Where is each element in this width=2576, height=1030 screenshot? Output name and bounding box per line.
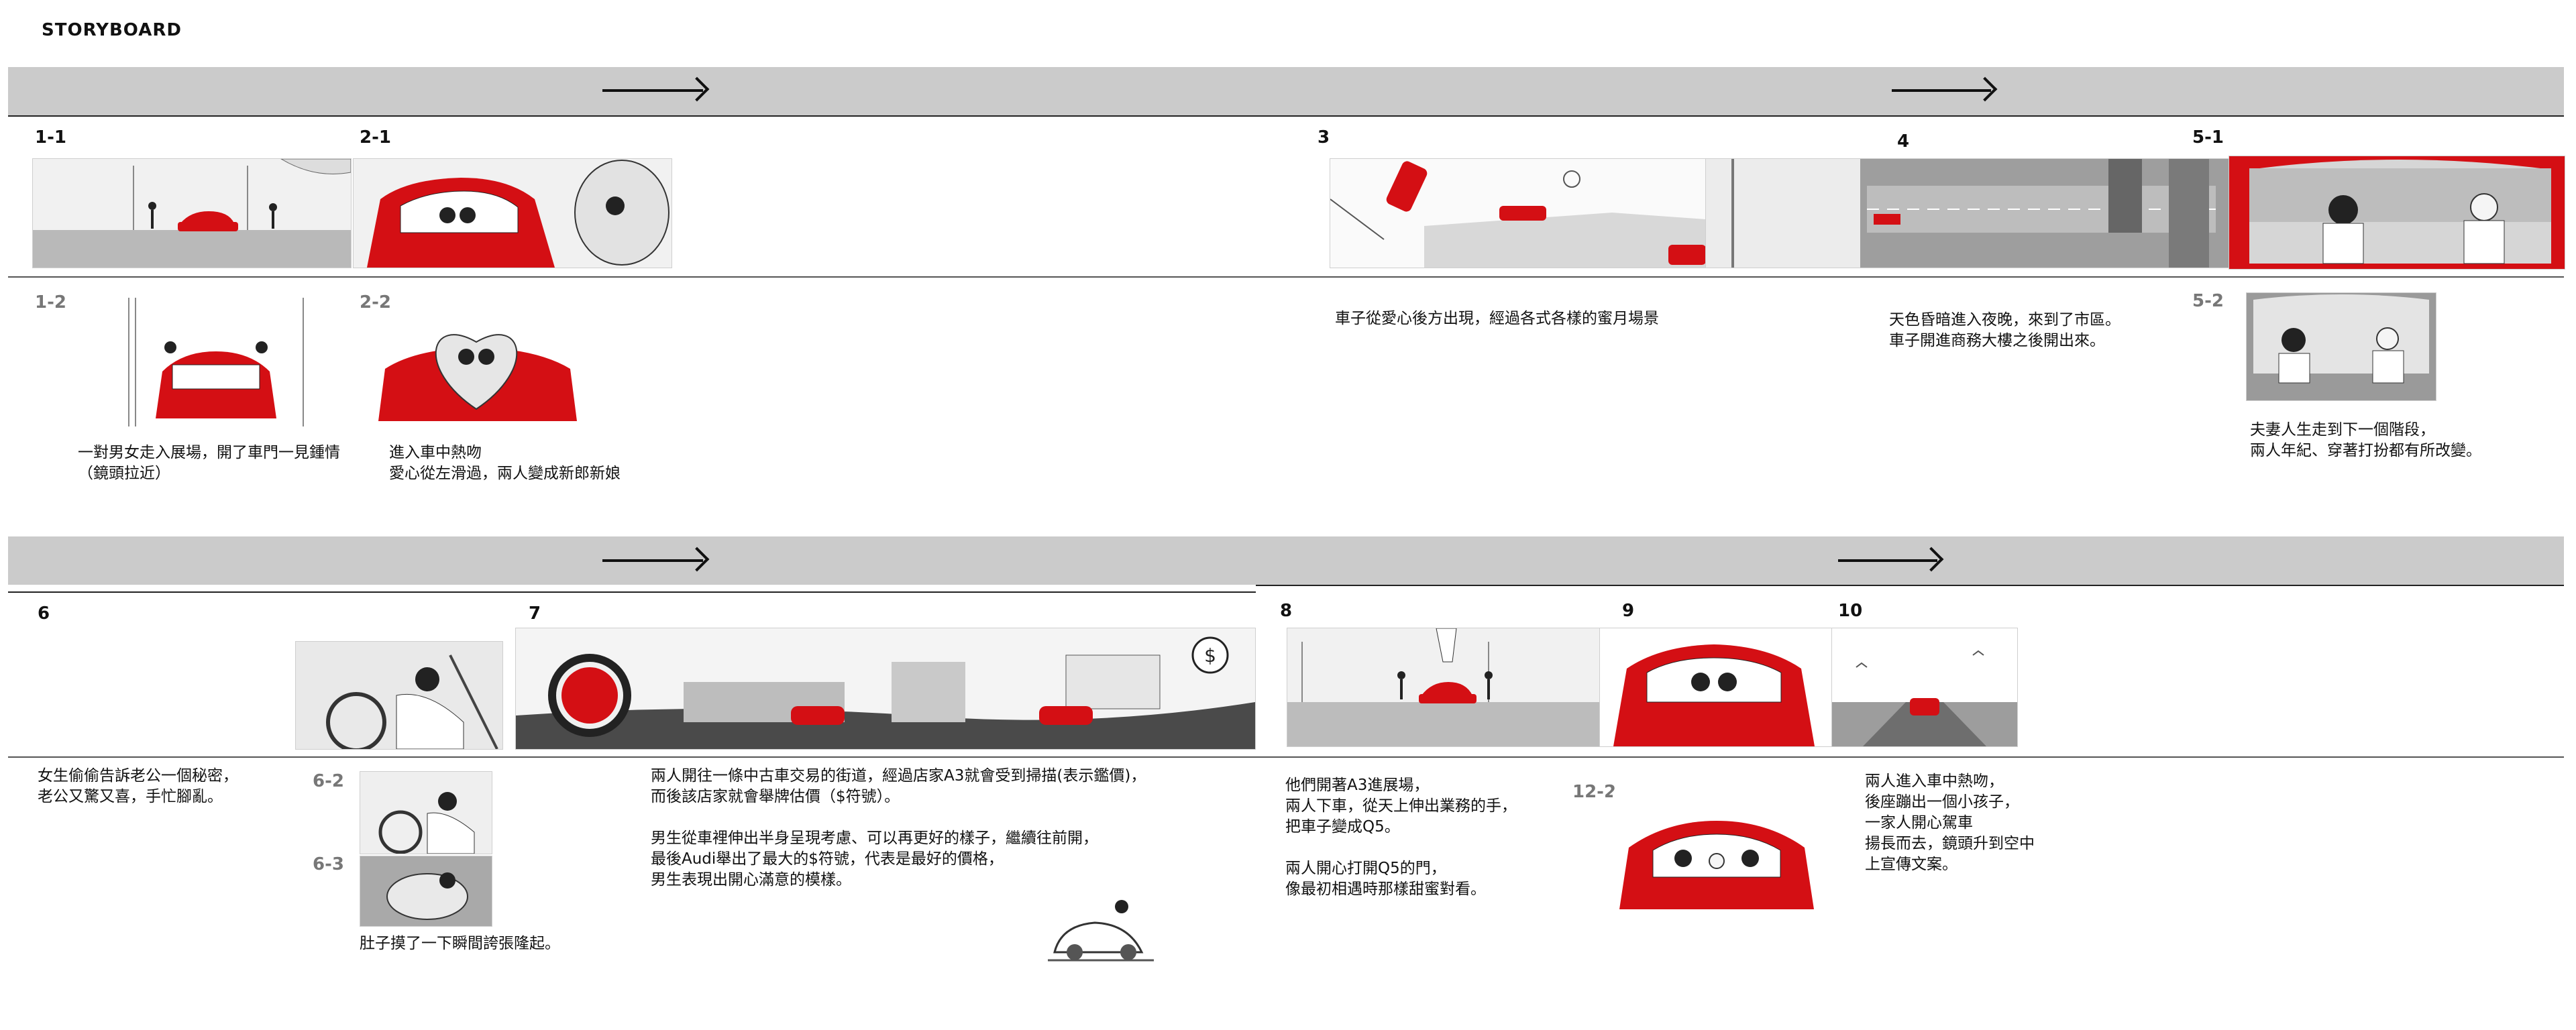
row1-divider-right: [1286, 276, 2564, 278]
scene-caption-8: 他們開著A3進展場， 兩人下車，從天上伸出業務的手， 把車子變成Q5。 兩人開心…: [1285, 777, 1517, 898]
scene-panel-4: [1705, 158, 2230, 268]
scene-panel-2-1: [353, 158, 672, 268]
row1-band: [8, 67, 2564, 115]
scene-panel-3: [1330, 158, 1707, 268]
scene-label-5-2: 5-2: [2192, 291, 2224, 311]
scene-caption-1-2: 一對男女走入展場，開了車門一見鍾情 （鏡頭拉近）: [78, 444, 340, 482]
scene-panel-12-2: [1613, 794, 1821, 909]
scene-panel-5-2: [2246, 292, 2436, 401]
row1-arrow-left: [602, 89, 703, 92]
row2-arrow-right: [1838, 559, 1937, 562]
page-title: STORYBOARD: [42, 20, 182, 40]
scene-panel-6-2: [360, 771, 492, 854]
scene-label-5-1: 5-1: [2192, 127, 2224, 148]
row2-rule-right: [1256, 585, 2564, 586]
scene-panel-6-3: [360, 856, 492, 927]
scene-panel-1-1: [32, 158, 352, 268]
scene-panel-2-2: [376, 308, 581, 422]
scene-caption-2-2: 進入車中熱吻 愛心從左滑過，兩人變成新郎新娘: [389, 444, 621, 482]
scene-label-8: 8: [1280, 601, 1293, 621]
scene-label-12-2: 12-2: [1572, 782, 1617, 802]
scene-panel-8: [1287, 628, 1601, 747]
scene-label-1-1: 1-1: [35, 127, 66, 148]
scene-panel-7: $: [515, 628, 1256, 750]
scene-caption-5-2: 夫妻人生走到下一個階段， 兩人年紀、穿著打扮都有所改變。: [2250, 421, 2481, 459]
scene-caption-10: 兩人進入車中熱吻， 後座蹦出一個小孩子， 一家人開心駕車 揚長而去，鏡頭升到空中…: [1865, 772, 2035, 873]
scene-label-10: 10: [1838, 601, 1863, 621]
scene-label-6-3: 6-3: [313, 854, 344, 874]
scene-panel-9: [1599, 628, 1833, 747]
scene-label-3: 3: [1318, 127, 1330, 148]
scene-label-4: 4: [1897, 131, 1910, 152]
row2-arrow-left: [602, 559, 703, 562]
scene-panel-10: [1831, 628, 2018, 747]
scene-panel-7-happy-driver: [1048, 892, 1154, 962]
scene-caption-4: 天色昏暗進入夜晚，來到了市區。 車子開進商務大樓之後開出來。: [1889, 311, 2121, 349]
scene-panel-1-2: [109, 298, 310, 426]
scene-panel-6: [295, 641, 503, 750]
scene-label-1-2: 1-2: [35, 292, 66, 312]
scene-caption-6-3: 肚子摸了一下瞬間誇張隆起。: [360, 935, 560, 952]
row2-rule-left: [8, 591, 1256, 593]
scene-caption-7: 兩人開往一條中古車交易的街道，經過店家A3就會受到掃描(表示鑑價)， 而後該店家…: [651, 767, 1146, 889]
row2-band: [8, 536, 2564, 585]
row1-divider-left: [8, 276, 1286, 278]
scene-panel-5-1: [2229, 156, 2565, 270]
scene-label-6-2: 6-2: [313, 771, 344, 791]
scene-label-6: 6: [38, 604, 50, 624]
scene-caption-6: 女生偷偷告訴老公一個秘密， 老公又驚又喜，手忙腳亂。: [38, 767, 238, 805]
scene-caption-3: 車子從愛心後方出現，經過各式各樣的蜜月場景: [1335, 310, 1659, 327]
scene-label-7: 7: [529, 604, 541, 624]
scene-label-2-1: 2-1: [360, 127, 391, 148]
row1-arrow-right: [1892, 89, 1991, 92]
scene-label-9: 9: [1622, 601, 1635, 621]
row2-divider: [8, 756, 2564, 758]
dollar-sign-icon: $: [1204, 644, 1216, 667]
row1-rule: [8, 115, 2564, 117]
